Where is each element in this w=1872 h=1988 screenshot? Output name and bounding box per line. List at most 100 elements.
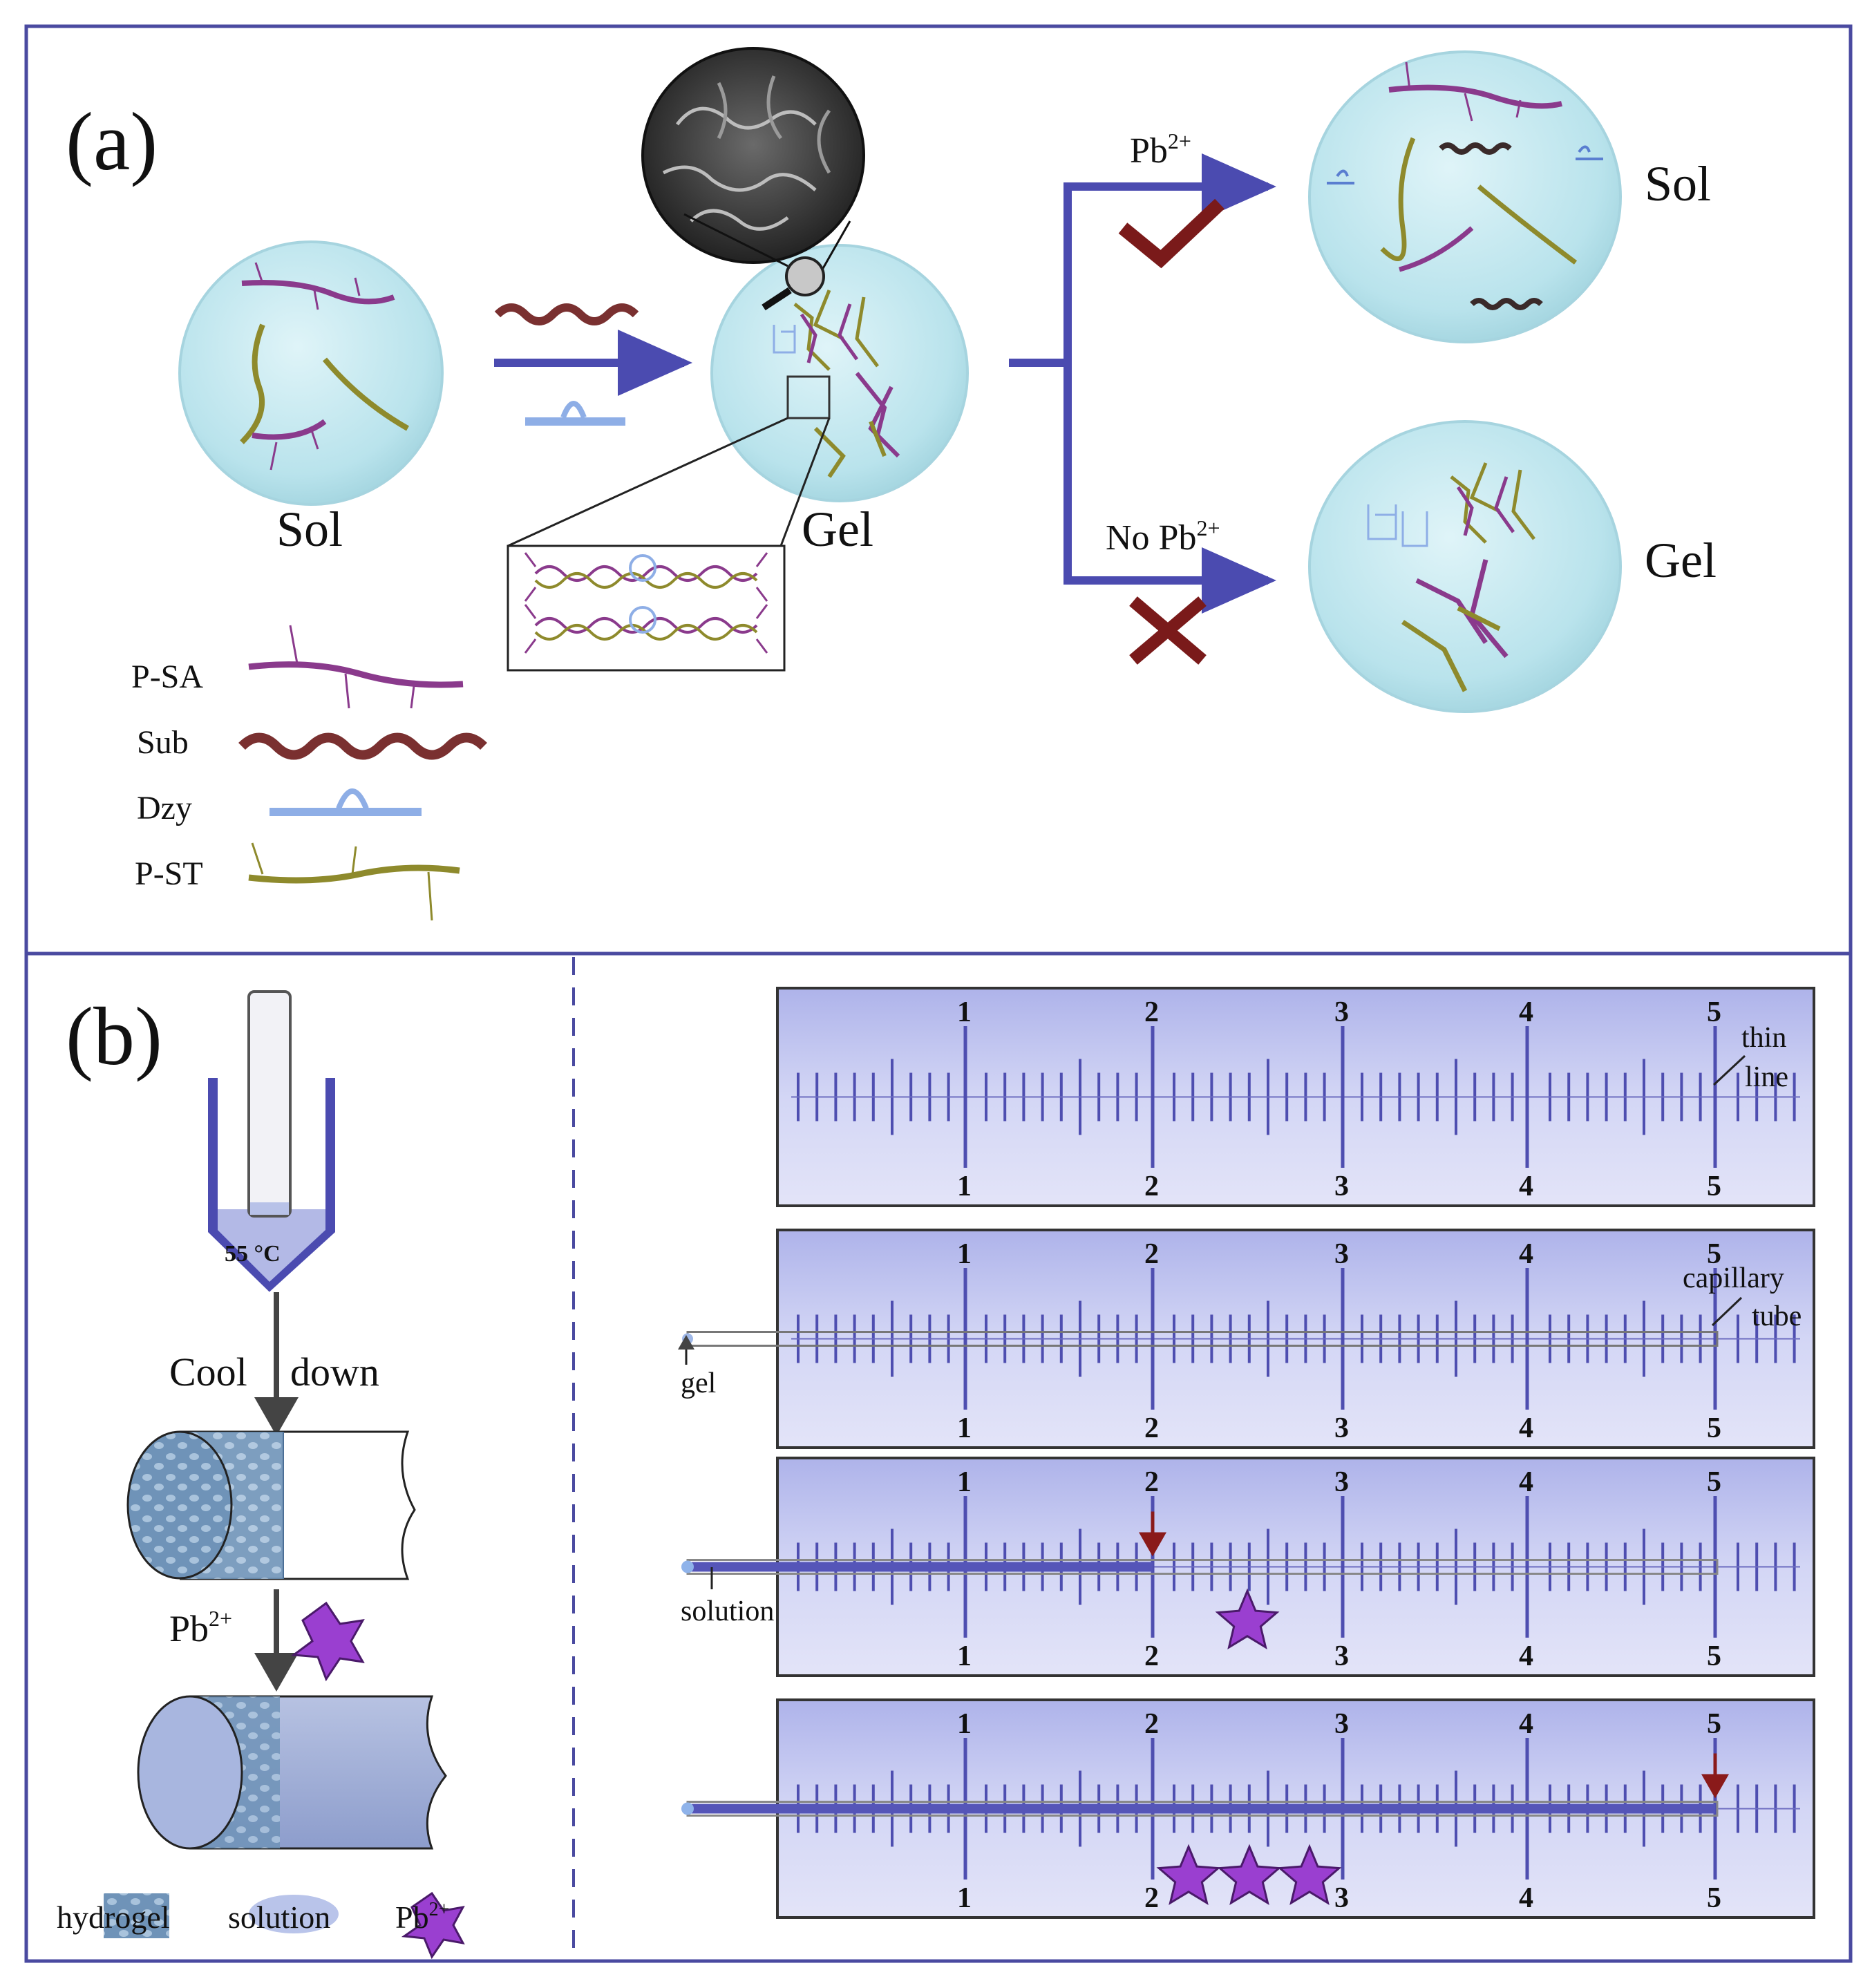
ruler-tick-label-bottom: 2 bbox=[1144, 1640, 1159, 1672]
panel-a: (a) Sol Gel bbox=[66, 47, 1717, 921]
dissolved-tube bbox=[137, 1695, 447, 1850]
ruler-tick-label-top: 4 bbox=[1519, 1708, 1533, 1740]
ruler-tick-label-bottom: 1 bbox=[957, 1412, 972, 1444]
ruler-tick-label-top: 1 bbox=[957, 996, 972, 1028]
ruler1-pointer bbox=[1712, 1054, 1746, 1086]
ruler-tick-label-top: 1 bbox=[957, 1238, 972, 1270]
pb-label: Pb2+ bbox=[169, 1606, 232, 1649]
gel-sphere-right bbox=[1308, 420, 1622, 713]
ruler-tick-label-bottom: 1 bbox=[957, 1171, 972, 1202]
branch-arrows bbox=[1009, 153, 1276, 614]
sem-inset bbox=[641, 47, 865, 270]
branch-top-result: Sol bbox=[1645, 156, 1711, 211]
duplex-zoom-inset bbox=[507, 545, 786, 672]
branch-bottom-condition: No Pb2+ bbox=[1106, 515, 1220, 558]
ruler-tick-label-top: 1 bbox=[957, 1466, 972, 1498]
solution-swatch bbox=[249, 1895, 339, 1933]
ruler-tick-label-top: 2 bbox=[1144, 1238, 1159, 1270]
ruler-tick-label-bottom: 1 bbox=[957, 1882, 972, 1914]
pb-star-icon bbox=[1156, 1844, 1221, 1906]
test-tube bbox=[247, 990, 292, 1218]
heating-bath: 55 °C bbox=[208, 990, 335, 1292]
ruler-tick-label-top: 2 bbox=[1144, 1708, 1159, 1740]
panel-b-legend: hydrogel solution Pb2+ bbox=[57, 1891, 465, 1960]
ruler-tick-label-top: 2 bbox=[1144, 1466, 1159, 1498]
ruler-tick-label-bottom: 3 bbox=[1334, 1171, 1349, 1202]
legend-sub-swatch bbox=[238, 732, 487, 760]
ruler-complete: 1 1 2 2 3 3 4 4 5 5 bbox=[681, 1698, 1815, 1919]
legend-sub-label: Sub bbox=[137, 724, 189, 761]
legend-pb-label: Pb2+ bbox=[395, 1899, 449, 1935]
ruler-capillary-tube: 1 1 2 2 3 3 4 4 5 5 bbox=[682, 1229, 1815, 1449]
ruler-tick-label-bottom: 5 bbox=[1707, 1882, 1721, 1914]
sol-sphere-left bbox=[178, 240, 444, 506]
ruler-tick-label-bottom: 4 bbox=[1519, 1171, 1533, 1202]
ruler-tick-label-top: 2 bbox=[1144, 996, 1159, 1028]
ruler3-solution-label: solution bbox=[681, 1596, 774, 1627]
ruler-tick-label-bottom: 3 bbox=[1334, 1882, 1349, 1914]
ruler-tick-label-bottom: 2 bbox=[1144, 1171, 1159, 1202]
ruler-tick-label-bottom: 5 bbox=[1707, 1412, 1721, 1444]
figure-frame bbox=[24, 24, 1853, 1963]
ruler-tick-label-top: 3 bbox=[1334, 1466, 1349, 1498]
ruler-tick-label-bottom: 4 bbox=[1519, 1882, 1533, 1914]
gel-center-label: Gel bbox=[802, 502, 873, 557]
cross-icon bbox=[1129, 596, 1207, 665]
ruler2-gel-label: gel bbox=[681, 1367, 716, 1399]
ruler-tick-label-top: 5 bbox=[1707, 996, 1721, 1028]
panel-b-label: (b) bbox=[66, 990, 162, 1082]
ruler-tick-label-top: 1 bbox=[957, 1708, 972, 1740]
legend-hydrogel-label: hydrogel bbox=[57, 1900, 170, 1935]
hydrogel-swatch bbox=[104, 1893, 169, 1938]
hydrogel-tube bbox=[126, 1430, 416, 1580]
legend-dzy-label: Dzy bbox=[137, 790, 192, 826]
ruler-tick-label-bottom: 4 bbox=[1519, 1640, 1533, 1672]
ruler-tick-label-bottom: 2 bbox=[1144, 1412, 1159, 1444]
legend-psa-swatch bbox=[248, 661, 464, 688]
panel-b-left: (b) 55 °C Cool down Pb2+ bbox=[57, 990, 465, 1960]
gel-plug bbox=[682, 1333, 693, 1345]
zoom-line-left bbox=[507, 417, 788, 547]
legend-solution-label: solution bbox=[228, 1900, 330, 1935]
ruler-tick-label-top: 3 bbox=[1334, 996, 1349, 1028]
solution-inlet bbox=[681, 1560, 694, 1573]
ruler-tick-label-top: 5 bbox=[1707, 1708, 1721, 1740]
ruler-tick-label-top: 5 bbox=[1707, 1238, 1721, 1270]
ruler-tick-label-top: 5 bbox=[1707, 1466, 1721, 1498]
branch-bottom-result: Gel bbox=[1645, 533, 1717, 588]
cool-down-label-1: Cool bbox=[169, 1350, 247, 1394]
ruler-tick-label-bottom: 3 bbox=[1334, 1640, 1349, 1672]
legend-psa-label: P-SA bbox=[131, 659, 203, 695]
solution-inlet bbox=[681, 1802, 694, 1815]
ruler2-pointer bbox=[1711, 1296, 1743, 1327]
legend-dzy-swatch bbox=[270, 788, 422, 816]
ruler-tick-label-top: 3 bbox=[1334, 1708, 1349, 1740]
ruler-tick-label-bottom: 5 bbox=[1707, 1171, 1721, 1202]
panel-a-legend: P-SA Sub Dzy P-ST bbox=[131, 625, 487, 921]
ruler-tick-label-top: 3 bbox=[1334, 1238, 1349, 1270]
ruler-tick-label-bottom: 5 bbox=[1707, 1640, 1721, 1672]
ruler1-annotation-2: line bbox=[1745, 1061, 1788, 1093]
sub-strand-icon bbox=[494, 303, 639, 325]
ruler-tick-label-top: 4 bbox=[1519, 996, 1533, 1028]
pb-star-icon bbox=[1277, 1844, 1342, 1906]
pb-star-icon bbox=[290, 1601, 365, 1682]
panel-b-rulers: 1 1 2 2 3 3 4 4 5 5 1 1 2 2 3 3 4 4 5 5 1 1 2 2 3 3 4 4 5 5 1 1 2 2 3 3 4… bbox=[678, 987, 1815, 1919]
check-icon bbox=[1118, 198, 1225, 269]
legend-pst-label: P-ST bbox=[135, 855, 203, 892]
bath-temp: 55 °C bbox=[225, 1241, 281, 1267]
legend-pst-swatch bbox=[248, 864, 460, 884]
ruler-tick-label-bottom: 2 bbox=[1144, 1882, 1159, 1914]
ruler1-annotation-1: thin bbox=[1741, 1022, 1786, 1054]
ruler-tick-label-bottom: 1 bbox=[957, 1640, 972, 1672]
ruler-tick-label-top: 4 bbox=[1519, 1238, 1533, 1270]
sol-left-label: Sol bbox=[276, 502, 343, 557]
pb-star-icon bbox=[1215, 1588, 1280, 1650]
dzy-strand-icon bbox=[525, 401, 625, 426]
magnifier-icon bbox=[762, 256, 825, 311]
cool-down-label-2: down bbox=[290, 1350, 379, 1394]
ruler-tick-label-bottom: 3 bbox=[1334, 1412, 1349, 1444]
ruler-tick-label-bottom: 4 bbox=[1519, 1412, 1533, 1444]
sol-sphere-right bbox=[1308, 50, 1622, 343]
